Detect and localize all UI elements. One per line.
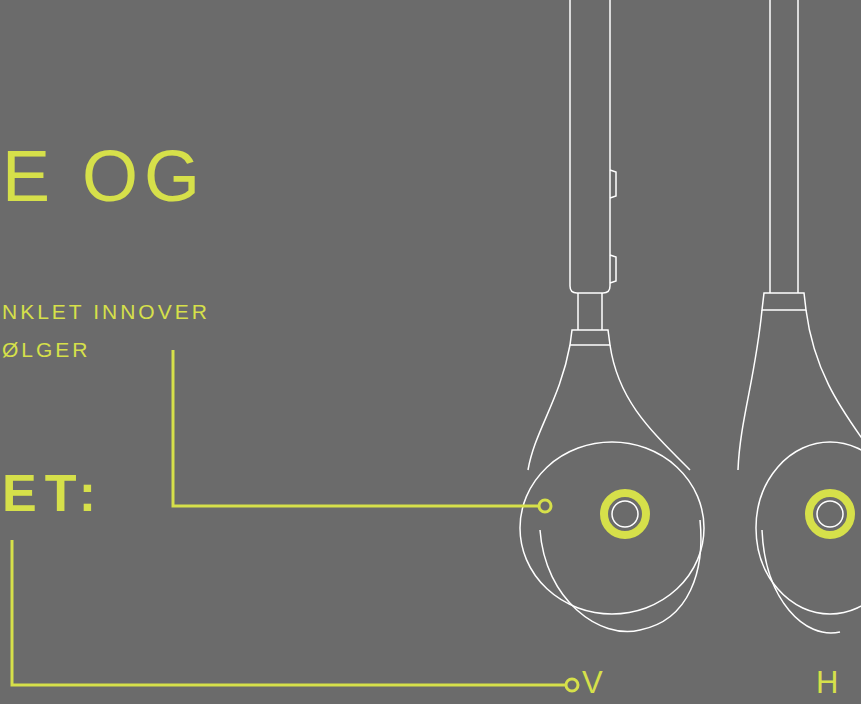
remote-control (570, 0, 610, 293)
side-label: H (816, 667, 838, 698)
earbud-shell (528, 345, 690, 470)
heading-text: E OG (2, 140, 206, 212)
right-earbud (738, 0, 861, 633)
earbud-shell (738, 310, 861, 470)
driver (817, 501, 843, 527)
ear-tip (520, 442, 704, 614)
leader-line (173, 350, 538, 506)
remote-button (610, 255, 616, 283)
leader-line (12, 540, 565, 685)
left-earbud (520, 0, 704, 632)
body-text: NKLET INNOVER (2, 301, 210, 322)
stem-collar (570, 330, 610, 345)
driver (612, 501, 638, 527)
highlight-ring (604, 493, 646, 535)
leader-dot (566, 679, 578, 691)
leader-dot (539, 500, 551, 512)
body-text: ØLGER (2, 339, 91, 360)
leader-lines (12, 350, 578, 691)
heading-text: ET: (2, 467, 104, 519)
stem-collar (762, 293, 806, 310)
ear-tip (756, 442, 861, 614)
cable (770, 0, 798, 293)
cable (578, 293, 602, 330)
ear-tip-inner (762, 530, 840, 633)
remote-button (610, 170, 616, 198)
highlight-ring (809, 493, 851, 535)
side-label: V (582, 667, 603, 698)
